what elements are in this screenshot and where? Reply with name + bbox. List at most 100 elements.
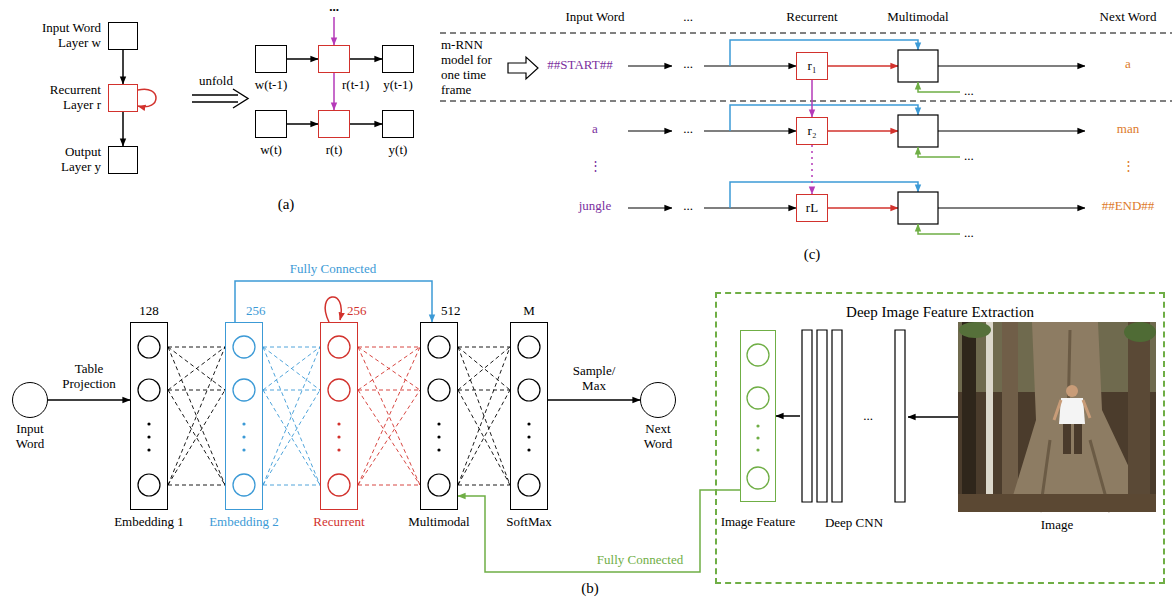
photo-ground [958,322,1156,512]
connector-arrow [48,399,130,401]
ellipsis: ... [683,10,693,25]
vertical-ellipsis: ⋮ [1122,159,1135,174]
input-word: jungle [579,199,612,214]
recurrent-arrow [333,17,335,45]
node-label: Multimodal [408,515,469,530]
full-connection [168,347,225,485]
trunk-ridges [1040,330,1110,512]
cnn-stack: ...Deep CNN [800,330,908,502]
node-label: r(t-1) [342,78,369,93]
operation-label: unfold [199,74,233,89]
person-arms [1054,400,1090,420]
node-label: Input Word [8,422,52,452]
layer-box: Output Layer y [108,146,138,174]
multimodal-box [898,115,938,147]
connector-arrow [350,58,382,60]
connector-arrow [287,58,318,60]
full-connection [458,347,510,485]
person-head [1066,385,1078,397]
node-label: Deep Image Feature Extraction [846,304,1034,321]
connector-arrow [122,50,124,84]
column-header: Input Word [565,10,624,25]
neuron-circles [747,344,769,489]
frame-separator [440,33,1172,101]
output-arrow [938,65,1085,66]
edge-label: Table Projection [55,362,123,392]
edge-label: Fully Connected [288,262,378,277]
embedding-layer-box: 256Embedding 2 [225,322,263,510]
input-word: ##START## [547,58,612,73]
ellipsis: ... [683,57,693,72]
self-loop-arrow [138,89,156,107]
panel-label: (b) [581,580,599,597]
ellipsis-dots [437,422,440,451]
group-box: Deep Image Feature ExtractionImage Featu… [715,292,1165,584]
person-shirt [1059,398,1085,424]
next-word: man [1117,122,1139,137]
recurrent-layer-box: 256Recurrent [320,322,358,510]
node-label: w(t) [260,143,282,158]
node-label: Embedding 1 [114,515,184,530]
column-header: Next Word [1100,10,1157,25]
neuron-circles [518,336,540,496]
foliage [1124,322,1156,342]
ellipsis: ... [329,0,339,15]
image-photo: Image [958,322,1156,512]
node-label: Image [1041,518,1073,533]
connector-arrow [811,80,813,117]
embedding-link [730,105,918,131]
ellipsis: ... [683,199,693,214]
layer-box: w(t) [255,110,287,138]
node-label: r(t) [326,143,343,158]
image-link [918,82,960,92]
node-label: r₂ [808,124,817,139]
recurrent-link [828,130,898,132]
hollow-arrow [508,57,538,79]
embedding-link [730,40,918,66]
ellipsis: ... [964,84,974,99]
node-label: Image Feature [721,515,796,530]
node-label: y(t-1) [383,78,413,93]
node-label: 256 [347,304,367,319]
feature-box: Image Feature [740,330,776,502]
next-word: a [1125,57,1131,72]
unfold-arrow [192,89,248,108]
ellipsis-dots [756,424,759,451]
multimodal-box [898,50,938,82]
vertical-ellipsis: ⋮ [589,159,602,174]
edge-label: Fully Connected [595,553,685,568]
note: m-RNN model for one time frame [441,38,503,98]
multimodal-layer-box: 512Multimodal [420,322,458,510]
recurrent-link [828,207,898,209]
recurrent-layer-box: r(t-1) [318,45,350,73]
self-loop-arrow [325,297,341,322]
node-label: Next Word [636,422,680,452]
connector-arrow [235,281,432,322]
connector-arrow [122,112,124,146]
image-link [918,224,960,234]
ellipsis: ... [683,122,693,137]
forest-floor [958,494,1156,512]
ellipsis-dots [527,422,530,451]
input-word: a [592,122,598,137]
tree-trunk [962,322,976,512]
node-label: ... [863,409,873,424]
node-label: y(t) [389,143,408,158]
connector-arrow [350,123,382,125]
person-legs [1063,424,1082,454]
ellipsis: ... [964,149,974,164]
connector-arrow [333,73,335,110]
layer-box: y(t-1) [382,45,414,73]
foliage [959,322,991,338]
word-arrow [704,207,796,208]
ellipsis-dots [147,422,150,451]
node-label: 256 [246,304,266,319]
layer-box: 128Embedding 1 [130,322,168,510]
neuron-circles [328,336,350,496]
word-circle: Next Word [640,382,676,418]
node-label: w(t-1) [255,78,288,93]
